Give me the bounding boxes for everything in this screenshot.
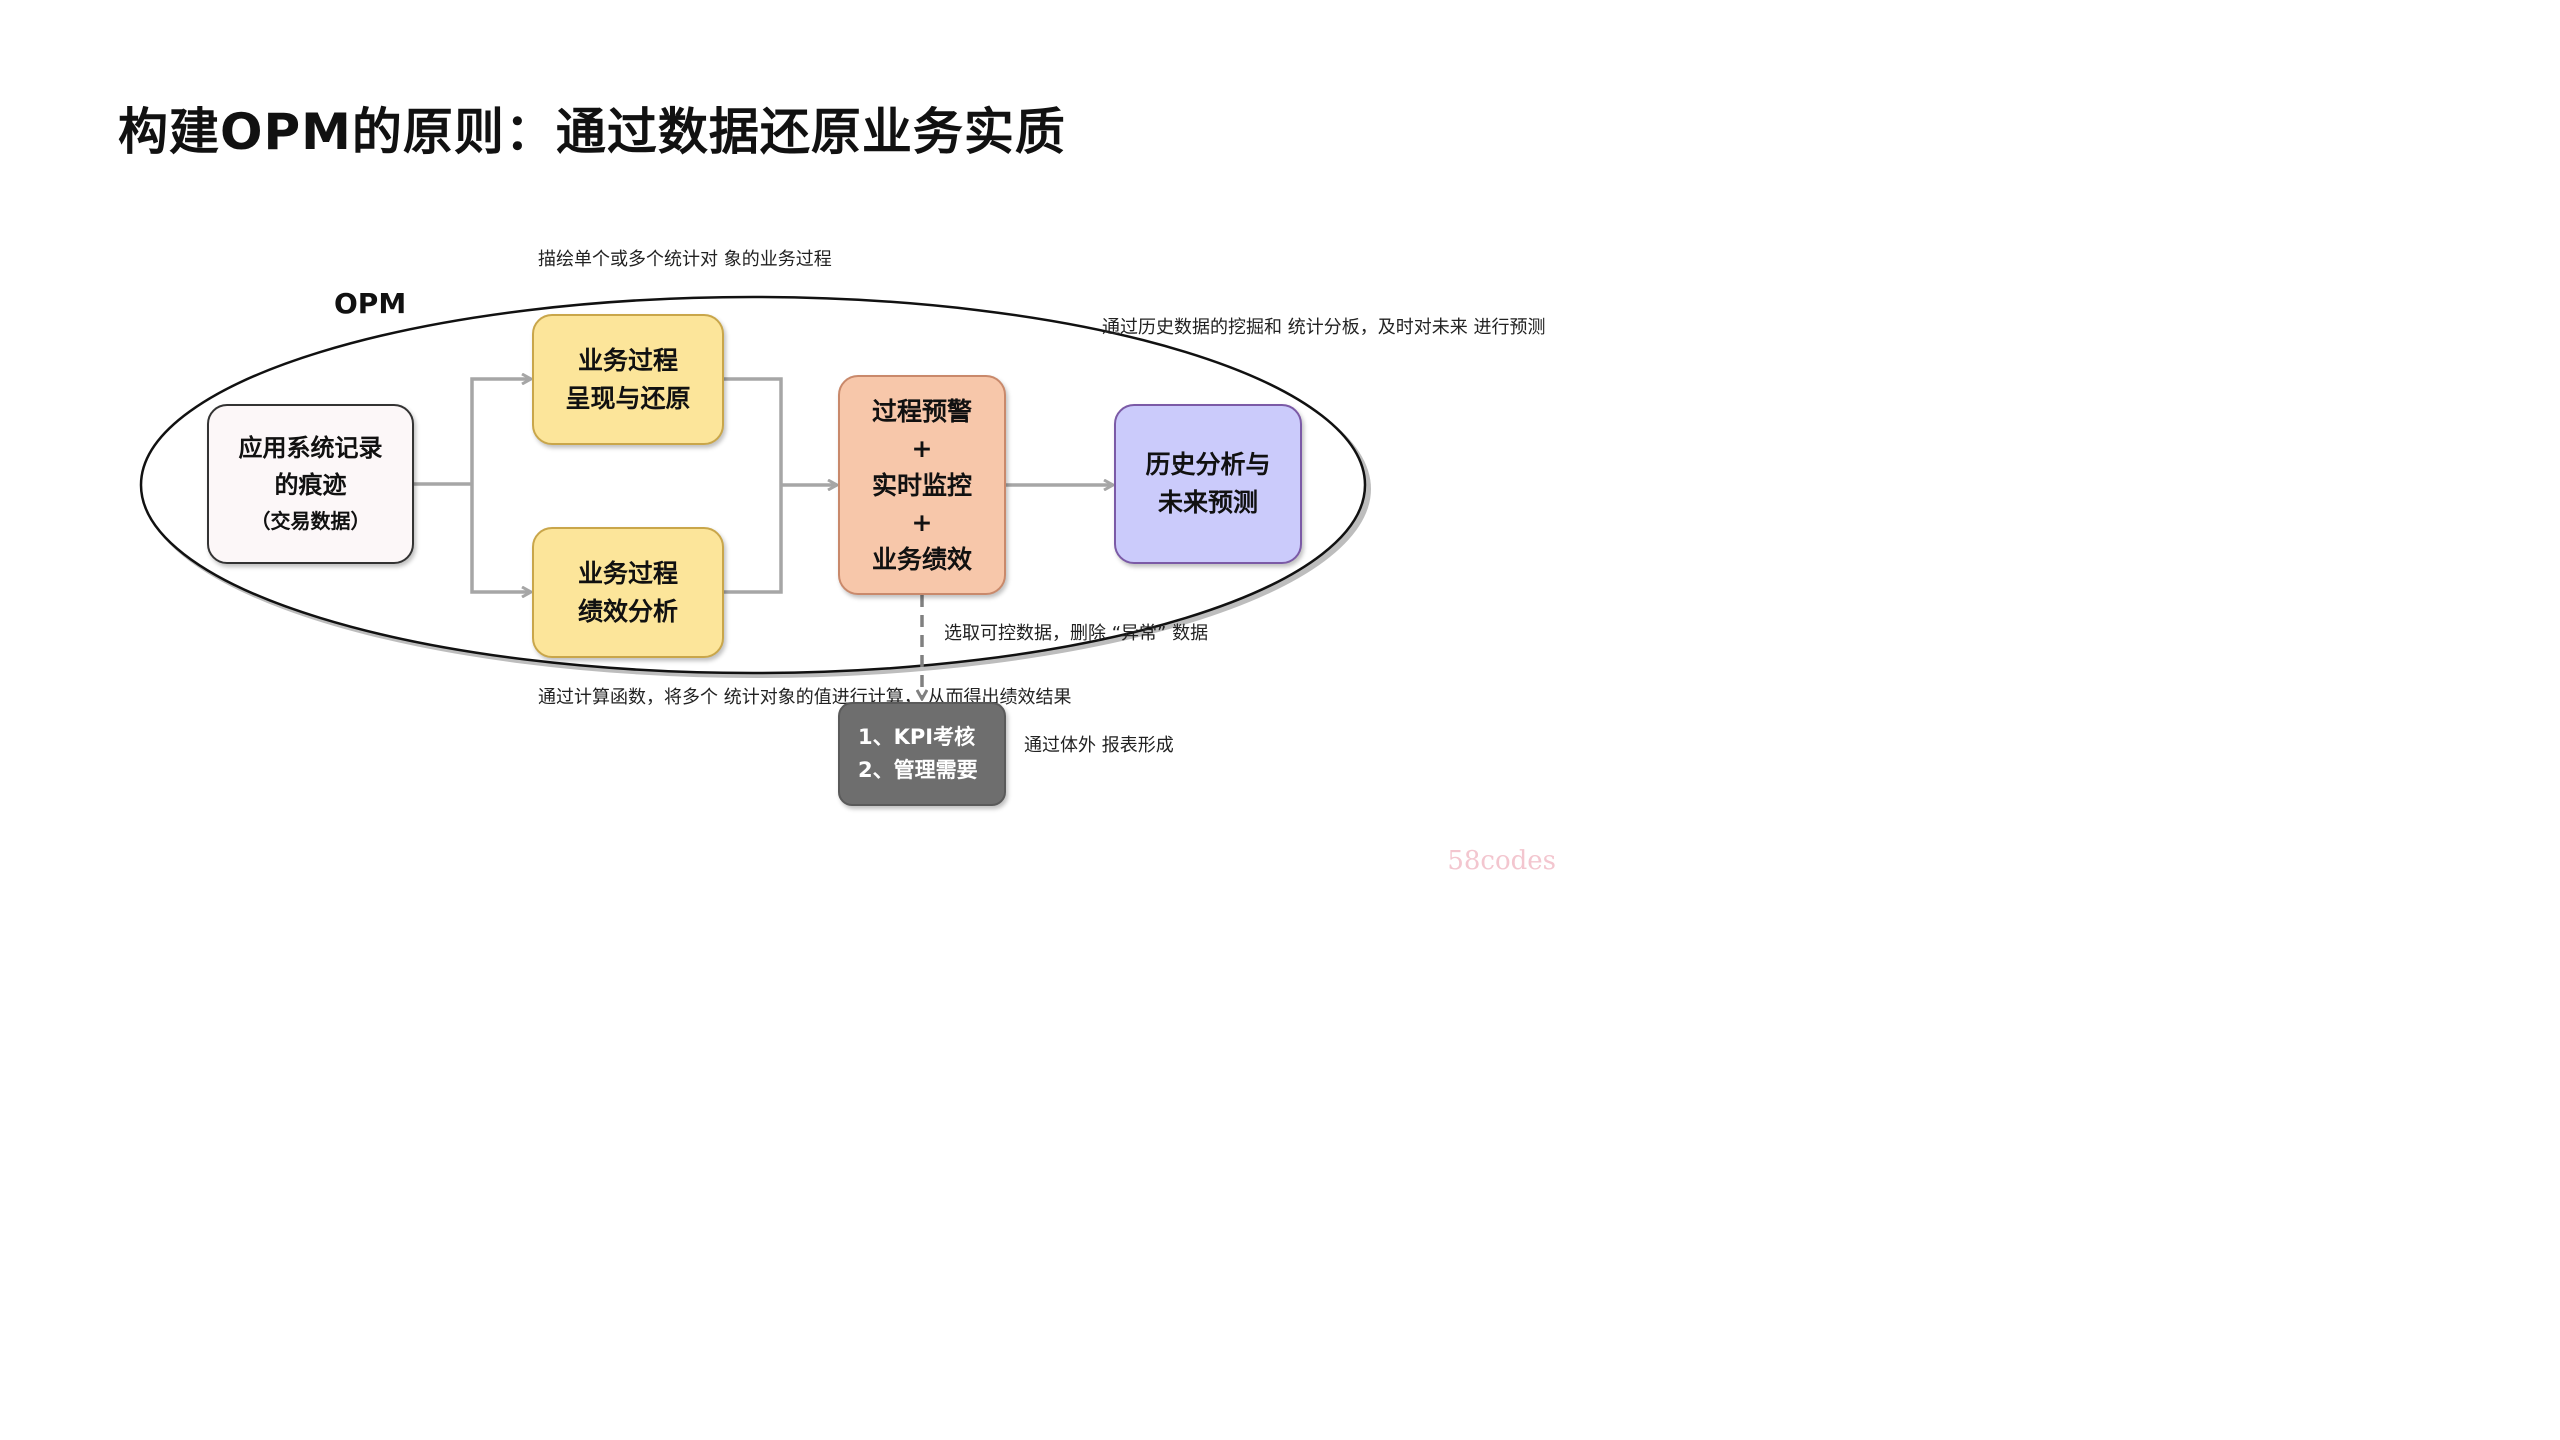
node-subline: （交易数据） bbox=[250, 509, 371, 533]
slide: 构建OPM的原则：通过数据还原业务实质 OPM 描绘单个或多个统计对 象的业务 bbox=[0, 0, 1560, 878]
note-present: 描绘单个或多个统计对 象的业务过程 bbox=[538, 246, 832, 274]
node-monitor: 过程预警 + 实时监控 + 业务绩效 bbox=[838, 375, 1006, 595]
note-line: 统计分板，及时对未来 bbox=[1287, 317, 1468, 338]
node-process-performance: 业务过程 绩效分析 bbox=[532, 527, 724, 658]
node-line: 的痕迹 bbox=[274, 471, 347, 499]
page-title: 构建OPM的原则：通过数据还原业务实质 bbox=[118, 103, 1066, 161]
node-line: 业务绩效 bbox=[871, 544, 972, 574]
node-process-present: 业务过程 呈现与还原 bbox=[532, 314, 724, 445]
node-line: 2、管理需要 bbox=[858, 758, 978, 782]
node-kpi: 1、KPI考核 2、管理需要 bbox=[838, 702, 1006, 806]
node-transaction-records: 应用系统记录 的痕迹 （交易数据） bbox=[207, 404, 414, 564]
node-forecast: 历史分析与 未来预测 bbox=[1114, 404, 1302, 564]
node-line: 应用系统记录 bbox=[238, 434, 383, 462]
edge-present-merge bbox=[724, 377, 783, 485]
node-line: 未来预测 bbox=[1157, 488, 1258, 517]
node-line: + bbox=[911, 433, 933, 463]
node-line: 实时监控 bbox=[871, 470, 972, 500]
edge-split-performance bbox=[470, 484, 530, 592]
note-line: 报表形成 bbox=[1101, 735, 1174, 756]
note-line: 进行预测 bbox=[1473, 317, 1546, 338]
diagram-canvas bbox=[139, 295, 1371, 878]
note-line: 描绘单个或多个统计对 bbox=[538, 249, 718, 270]
note-select: 选取可控数据，删除 “异常” 数据 bbox=[944, 620, 1208, 648]
note-line: “异常” 数据 bbox=[1111, 623, 1209, 644]
node-line: 呈现与还原 bbox=[565, 383, 691, 413]
node-line: + bbox=[911, 507, 933, 537]
note-line: 选取可控数据，删除 bbox=[944, 623, 1106, 644]
node-line: 业务过程 bbox=[577, 345, 678, 375]
note-line: 通过历史数据的挖掘和 bbox=[1102, 317, 1282, 338]
node-line: 1、KPI考核 bbox=[858, 725, 976, 749]
note-kpi: 通过体外 报表形成 bbox=[1024, 732, 1174, 760]
note-line: 通过体外 bbox=[1024, 735, 1096, 756]
edge-performance-merge bbox=[724, 485, 783, 594]
note-line: 象的业务过程 bbox=[723, 249, 832, 270]
opm-label: OPM bbox=[334, 287, 407, 320]
note-line: 通过计算函数，将多个 bbox=[538, 687, 718, 708]
node-line: 绩效分析 bbox=[577, 596, 678, 626]
node-line: 历史分析与 bbox=[1145, 450, 1271, 479]
watermark: 58codes bbox=[1447, 846, 1556, 876]
note-performance: 通过计算函数，将多个 统计对象的值进行计算， 从而得出绩效结果 bbox=[538, 684, 1071, 712]
opm-ellipse bbox=[139, 295, 1367, 675]
node-line: 过程预警 bbox=[871, 396, 972, 426]
note-forecast: 通过历史数据的挖掘和 统计分板，及时对未来 进行预测 bbox=[1102, 314, 1545, 342]
edge-split-present bbox=[470, 379, 530, 484]
node-line: 业务过程 bbox=[577, 558, 678, 588]
